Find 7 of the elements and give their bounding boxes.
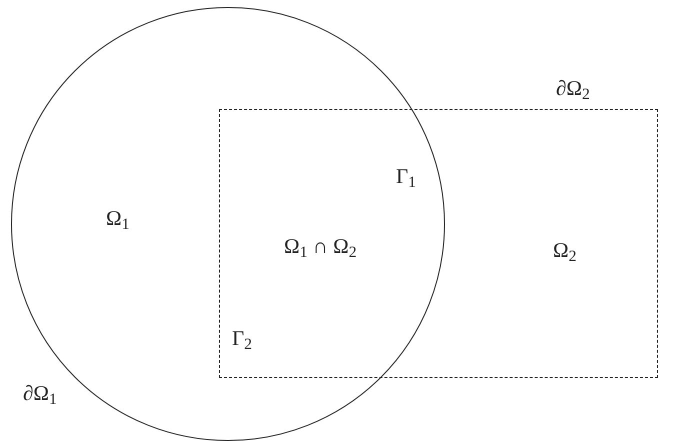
math-label: ∂Ω$_{1}$ — [23, 383, 57, 404]
region-label: Ω$_{1}$ — [106, 208, 130, 229]
math-label: Ω$_{1}$ ∩ Ω$_{2}$ — [284, 236, 357, 257]
boundary-label: ∂Ω$_{2}$ — [556, 78, 590, 99]
math-label: Γ$_{2}$ — [232, 328, 252, 349]
math-label: Γ$_{1}$ — [396, 166, 416, 187]
region-label: Ω$_{2}$ — [553, 240, 576, 261]
